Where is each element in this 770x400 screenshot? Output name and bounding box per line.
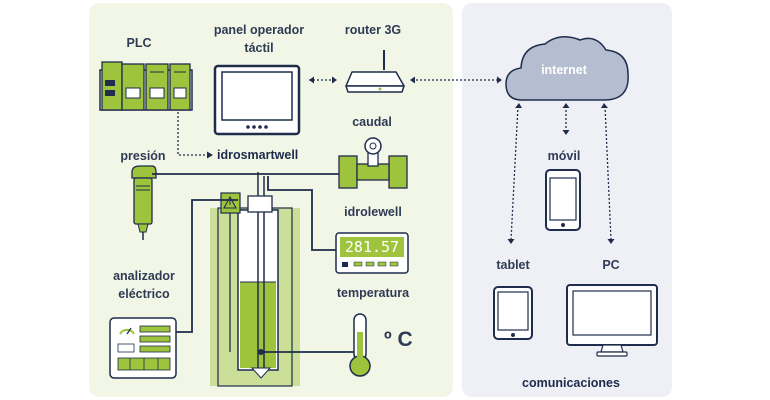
internet-cloud-icon bbox=[505, 36, 629, 101]
smartphone-icon bbox=[545, 169, 581, 231]
pc-monitor-icon bbox=[566, 284, 658, 357]
panel-label-line2: táctil bbox=[244, 41, 273, 55]
thermometer-icon bbox=[349, 313, 371, 377]
plc-label: PLC bbox=[127, 36, 152, 50]
well-structure bbox=[210, 172, 300, 387]
comunicaciones-label: comunicaciones bbox=[522, 376, 620, 390]
analizador-label-line1: analizador bbox=[113, 269, 175, 283]
plc-device bbox=[99, 61, 193, 111]
panel-router-link bbox=[309, 76, 337, 84]
caudal-label: caudal bbox=[352, 115, 392, 129]
temperatura-label: temperatura bbox=[337, 286, 410, 300]
plc-to-idrosmartwell-link bbox=[177, 112, 213, 159]
tablet-label: tablet bbox=[496, 258, 530, 272]
panel-label-line1: panel operador bbox=[214, 23, 304, 37]
idrolewell-display bbox=[335, 232, 409, 274]
idrolewell-value: 281.57 bbox=[345, 238, 399, 256]
pc-label: PC bbox=[602, 258, 619, 272]
internet-label: internet bbox=[541, 63, 588, 77]
idrolewell-label: idrolewell bbox=[344, 205, 402, 219]
presion-label: presión bbox=[120, 149, 165, 163]
flowmeter-device bbox=[338, 137, 408, 189]
cloud-device-links bbox=[507, 103, 615, 244]
idrosmartwell-label: idrosmartwell bbox=[217, 148, 298, 162]
touch-panel-device bbox=[213, 64, 301, 136]
analizador-label-line2: eléctrico bbox=[118, 287, 170, 301]
electric-analyzer-device bbox=[109, 317, 177, 379]
router-device bbox=[345, 50, 405, 93]
tablet-icon bbox=[493, 286, 533, 340]
router-internet-link bbox=[410, 76, 502, 84]
router-label: router 3G bbox=[345, 23, 401, 37]
degree-celsius-symbol: º C bbox=[384, 328, 413, 351]
pressure-sensor bbox=[131, 165, 157, 240]
movil-label: móvil bbox=[548, 149, 581, 163]
